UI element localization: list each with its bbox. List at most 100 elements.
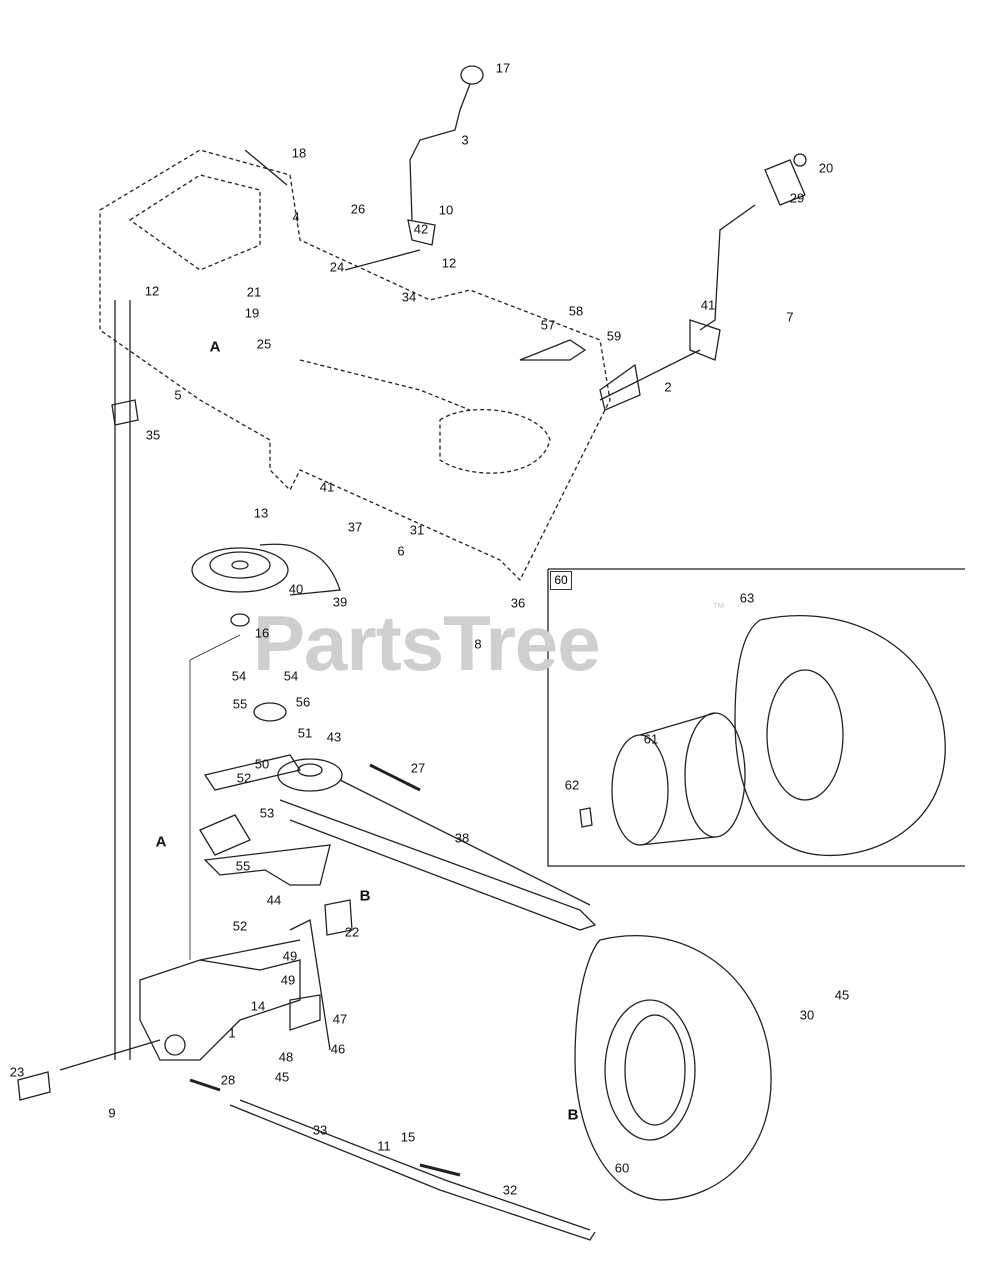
part-callout-40[interactable]: 40: [288, 581, 304, 597]
part-callout-59[interactable]: 59: [606, 328, 622, 344]
part-callout-16[interactable]: 16: [254, 625, 270, 641]
part-callout-45[interactable]: 45: [834, 987, 850, 1003]
part-callout-46[interactable]: 46: [330, 1041, 346, 1057]
transaxle: [17, 939, 301, 1101]
pulley-40: [191, 543, 341, 596]
part-callout-9[interactable]: 9: [108, 1105, 116, 1121]
bearing-16: [230, 613, 250, 627]
part-callout-10[interactable]: 10: [438, 202, 454, 218]
part-callout-11[interactable]: 11: [377, 1138, 391, 1154]
part-callout-47[interactable]: 47: [332, 1011, 348, 1027]
part-callout-22[interactable]: 22: [344, 924, 360, 940]
shaft: [289, 919, 331, 1051]
leader-line: [189, 634, 241, 960]
watermark: PartsTree: [253, 599, 601, 687]
part-callout-29[interactable]: 29: [789, 190, 805, 206]
part-callout-41[interactable]: 41: [700, 297, 716, 313]
part-callout-6[interactable]: 6: [397, 543, 405, 559]
part-callout-52[interactable]: 52: [236, 770, 252, 786]
idler-pulley-43: [277, 758, 343, 792]
part-callout-35[interactable]: 35: [145, 427, 161, 443]
part-callout-2[interactable]: 2: [664, 379, 672, 395]
part-callout-19[interactable]: 19: [244, 305, 260, 321]
spring-28: [189, 1078, 221, 1092]
part-callout-41[interactable]: 41: [319, 479, 335, 495]
part-callout-58[interactable]: 58: [568, 303, 584, 319]
bracket-47: [289, 994, 321, 1031]
part-callout-34[interactable]: 34: [401, 289, 417, 305]
part-callout-30[interactable]: 30: [799, 1007, 815, 1023]
part-callout-42[interactable]: 42: [413, 221, 429, 237]
part-callout-18[interactable]: 18: [291, 145, 307, 161]
part-callout-44[interactable]: 44: [266, 892, 282, 908]
part-callout-49[interactable]: 49: [280, 972, 296, 988]
part-callout-48[interactable]: 48: [278, 1049, 294, 1065]
part-callout-62[interactable]: 62: [564, 777, 580, 793]
part-callout-15[interactable]: 15: [400, 1129, 416, 1145]
valve-62: [579, 807, 593, 828]
part-callout-55[interactable]: 55: [232, 696, 248, 712]
part-callout-45[interactable]: 45: [274, 1069, 290, 1085]
shift-lever: [344, 65, 484, 271]
part-callout-61[interactable]: 61: [643, 731, 659, 747]
part-callout-56[interactable]: 56: [295, 694, 311, 710]
part-callout-A[interactable]: A: [209, 338, 221, 356]
part-callout-51[interactable]: 51: [297, 725, 313, 741]
part-callout-B[interactable]: B: [567, 1106, 579, 1124]
part-callout-54[interactable]: 54: [283, 668, 299, 684]
rod-33: [229, 1099, 596, 1241]
part-callout-24[interactable]: 24: [329, 259, 345, 275]
part-callout-50[interactable]: 50: [254, 756, 270, 772]
spring-27: [369, 763, 421, 792]
part-callout-55[interactable]: 55: [235, 858, 251, 874]
part-callout-23[interactable]: 23: [9, 1064, 25, 1080]
part-callout-7[interactable]: 7: [786, 309, 794, 325]
long-rod: [114, 300, 131, 1060]
part-callout-14[interactable]: 14: [250, 998, 266, 1014]
part-callout-17[interactable]: 17: [495, 60, 511, 76]
part-callout-60[interactable]: 60: [614, 1160, 630, 1176]
part-callout-49[interactable]: 49: [282, 948, 298, 964]
brake-pedal: [519, 153, 807, 411]
part-callout-21[interactable]: 21: [246, 284, 262, 300]
part-callout-12[interactable]: 12: [441, 255, 457, 271]
inset-box-60: [547, 568, 965, 867]
part-callout-52[interactable]: 52: [232, 918, 248, 934]
part-callout-63[interactable]: 63: [739, 590, 755, 606]
part-callout-3[interactable]: 3: [461, 132, 469, 148]
part-callout-8[interactable]: 8: [474, 636, 482, 652]
rod-18: [244, 149, 288, 186]
bracket-51: [203, 754, 302, 791]
part-callout-12[interactable]: 12: [144, 283, 160, 299]
part-callout-38[interactable]: 38: [454, 830, 470, 846]
part-callout-13[interactable]: 13: [253, 505, 269, 521]
part-callout-32[interactable]: 32: [502, 1182, 518, 1198]
part-callout-5[interactable]: 5: [174, 387, 182, 403]
part-callout-39[interactable]: 39: [332, 594, 348, 610]
part-callout-B[interactable]: B: [359, 887, 371, 905]
part-callout-28[interactable]: 28: [220, 1072, 236, 1088]
part-callout-53[interactable]: 53: [259, 805, 275, 821]
part-callout-36[interactable]: 36: [510, 595, 526, 611]
pulley-56: [253, 702, 287, 722]
part-callout-20[interactable]: 20: [818, 160, 834, 176]
bracket-35: [111, 399, 139, 426]
part-callout-4[interactable]: 4: [292, 209, 300, 225]
part-callout-26[interactable]: 26: [350, 201, 366, 217]
part-callout-33[interactable]: 33: [312, 1122, 328, 1138]
part-callout-31[interactable]: 31: [409, 522, 425, 538]
part-callout-27[interactable]: 27: [410, 760, 426, 776]
part-callout-54[interactable]: 54: [231, 668, 247, 684]
part-callout-57[interactable]: 57: [540, 317, 556, 333]
part-callout-1[interactable]: 1: [228, 1025, 236, 1041]
front-tire-63: [734, 615, 946, 857]
rim-61: [611, 712, 746, 846]
sleeve-22: [324, 899, 353, 936]
part-callout-A[interactable]: A: [155, 833, 167, 851]
part-callout-25[interactable]: 25: [256, 336, 272, 352]
part-callout-43[interactable]: 43: [326, 729, 342, 745]
rear-tire: [574, 935, 772, 1201]
part-callout-37[interactable]: 37: [347, 519, 363, 535]
